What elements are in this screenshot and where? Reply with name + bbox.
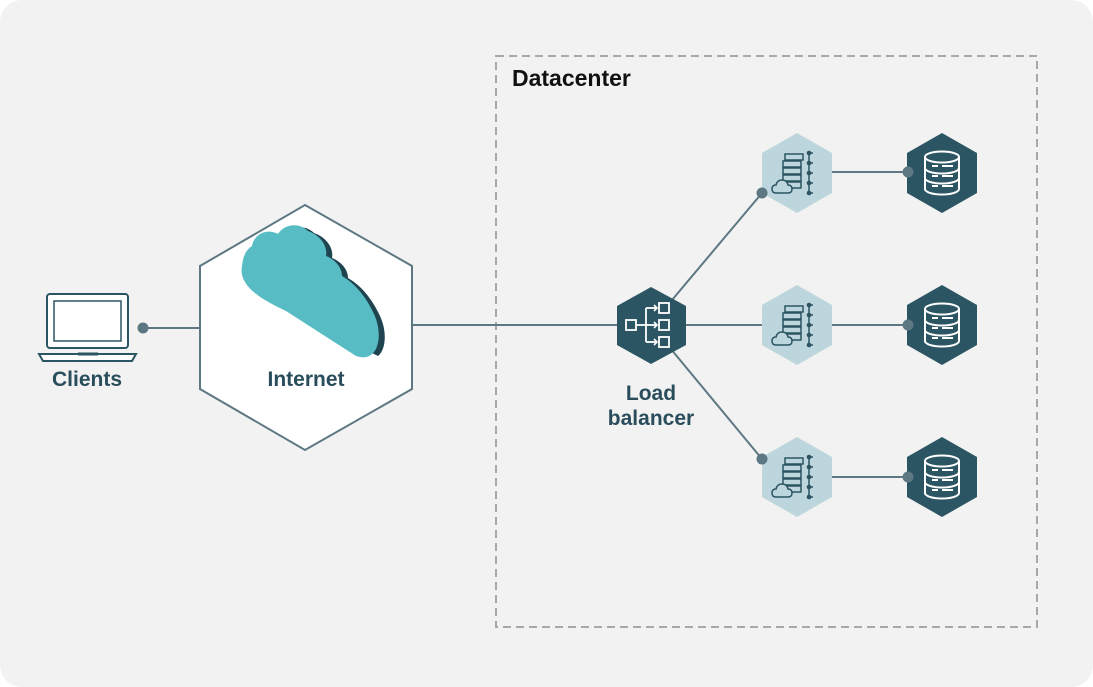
internet-label: Internet [267,368,345,391]
laptop-icon [37,293,138,362]
server-cluster-icon [762,133,832,213]
database-icon [907,437,977,517]
datacenter-boundary [495,55,1038,628]
load-balancer-label: Load balancer [607,382,695,430]
connector-dots [756,166,914,483]
connector-dot [137,322,149,334]
clients-label: Clients [51,368,122,391]
database-icon [907,285,977,365]
database-icon [907,133,977,213]
server-cluster-icon [762,437,832,517]
connector-dot [902,319,914,331]
connector-dot [902,471,914,483]
connector-dot [756,453,768,465]
cloud-icon [241,225,385,358]
connector-dot [756,187,768,199]
datacenter-title: Datacenter [512,65,631,91]
load-balancer-icon [617,287,686,364]
server-cluster-icon [762,285,832,365]
connector-dot [902,166,914,178]
